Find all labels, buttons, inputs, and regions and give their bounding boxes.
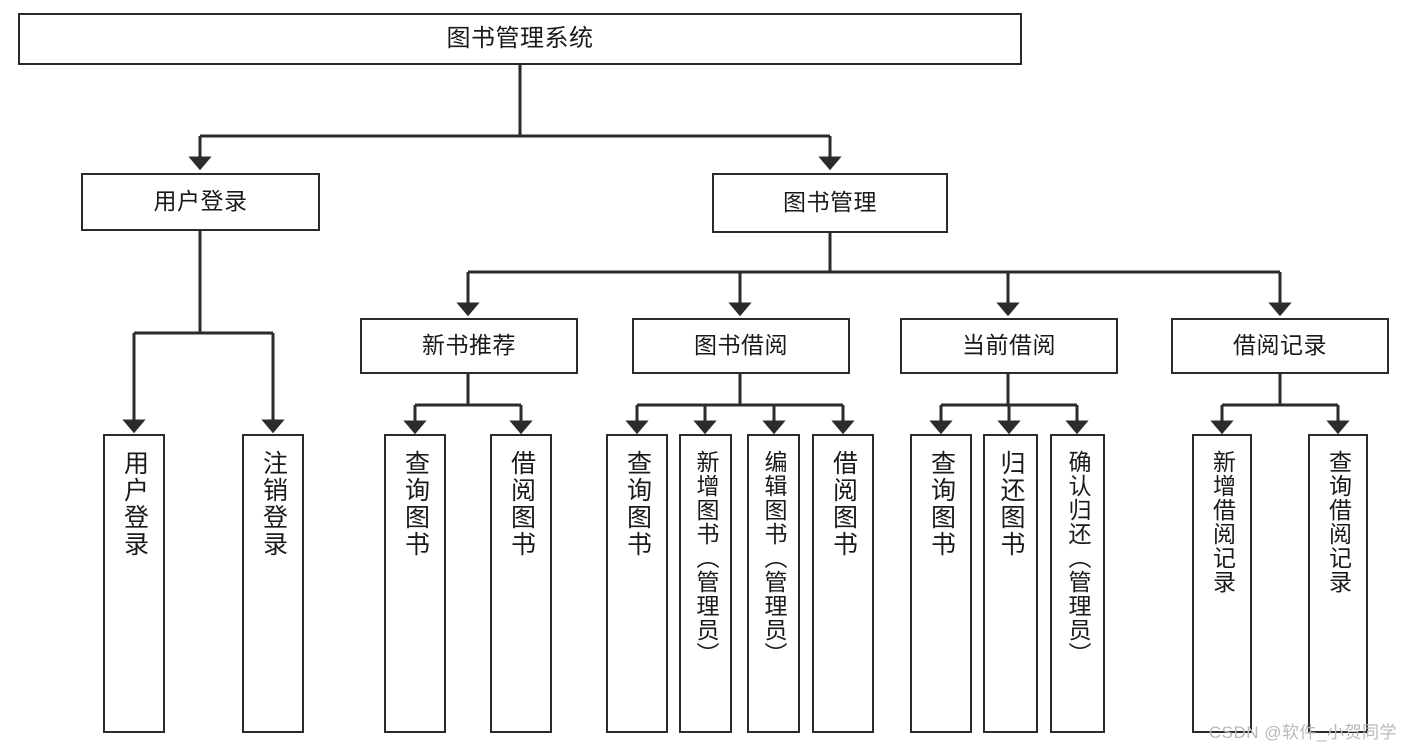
leaf-bb-borrow-book-label: 借阅图书 bbox=[829, 450, 858, 558]
leaf-logout-label: 注销登录 bbox=[259, 450, 288, 558]
node-book-borrow-label: 图书借阅 bbox=[694, 332, 788, 359]
node-current-borrow[interactable]: 当前借阅 bbox=[900, 318, 1118, 374]
leaf-cb-return-book[interactable]: 归还图书 bbox=[983, 434, 1038, 733]
node-user-login[interactable]: 用户登录 bbox=[81, 173, 320, 231]
leaf-bb-add-book-label: 新增图书（管理员） bbox=[693, 450, 719, 666]
leaf-nb-borrow-book[interactable]: 借阅图书 bbox=[490, 434, 552, 733]
node-user-login-label: 用户登录 bbox=[153, 188, 248, 215]
leaf-br-add-record[interactable]: 新增借阅记录 bbox=[1192, 434, 1252, 733]
leaf-bb-edit-book-label: 编辑图书（管理员） bbox=[761, 450, 787, 666]
leaf-bb-add-book[interactable]: 新增图书（管理员） bbox=[679, 434, 732, 733]
leaf-nb-query-book[interactable]: 查询图书 bbox=[384, 434, 446, 733]
leaf-logout[interactable]: 注销登录 bbox=[242, 434, 304, 733]
node-borrow-record-label: 借阅记录 bbox=[1233, 332, 1327, 359]
leaf-cb-query-book-label: 查询图书 bbox=[927, 450, 956, 558]
leaf-nb-borrow-book-label: 借阅图书 bbox=[507, 450, 536, 558]
leaf-cb-confirm-return[interactable]: 确认归还（管理员） bbox=[1050, 434, 1105, 733]
node-new-book-recommend-label: 新书推荐 bbox=[422, 332, 516, 359]
node-borrow-record[interactable]: 借阅记录 bbox=[1171, 318, 1389, 374]
node-root-label: 图书管理系统 bbox=[446, 24, 594, 52]
leaf-bb-query-book-label: 查询图书 bbox=[623, 450, 652, 558]
leaf-user-login-label: 用户登录 bbox=[120, 450, 149, 558]
leaf-br-query-record-label: 查询借阅记录 bbox=[1325, 450, 1352, 594]
node-book-management[interactable]: 图书管理 bbox=[712, 173, 948, 233]
node-new-book-recommend[interactable]: 新书推荐 bbox=[360, 318, 578, 374]
node-book-borrow[interactable]: 图书借阅 bbox=[632, 318, 850, 374]
leaf-bb-query-book[interactable]: 查询图书 bbox=[606, 434, 668, 733]
leaf-bb-borrow-book[interactable]: 借阅图书 bbox=[812, 434, 874, 733]
leaf-user-login[interactable]: 用户登录 bbox=[103, 434, 165, 733]
leaf-cb-query-book[interactable]: 查询图书 bbox=[910, 434, 972, 733]
leaf-br-query-record[interactable]: 查询借阅记录 bbox=[1308, 434, 1368, 733]
node-root[interactable]: 图书管理系统 bbox=[18, 13, 1022, 65]
node-current-borrow-label: 当前借阅 bbox=[962, 332, 1056, 359]
leaf-bb-edit-book[interactable]: 编辑图书（管理员） bbox=[747, 434, 800, 733]
leaf-br-add-record-label: 新增借阅记录 bbox=[1209, 450, 1236, 594]
leaf-cb-return-book-label: 归还图书 bbox=[997, 450, 1025, 558]
node-book-management-label: 图书管理 bbox=[783, 189, 877, 216]
leaf-nb-query-book-label: 查询图书 bbox=[401, 450, 430, 558]
leaf-cb-confirm-return-label: 确认归还（管理员） bbox=[1065, 450, 1091, 666]
watermark: CSDN @软件_小贺同学 bbox=[1208, 723, 1397, 742]
